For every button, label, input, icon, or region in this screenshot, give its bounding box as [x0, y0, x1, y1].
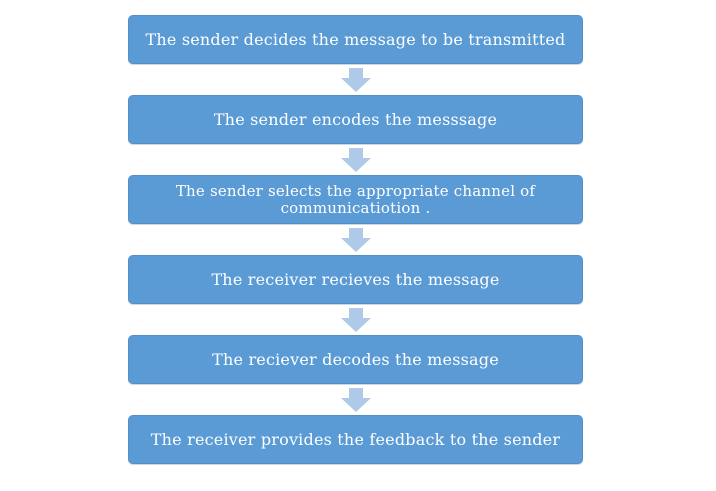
communication-flowchart: The sender decides the message to be tra…: [128, 15, 583, 464]
down-arrow: [340, 384, 371, 415]
flow-step-box: The sender decides the message to be tra…: [128, 15, 583, 64]
flow-step-box: The reciever decodes the message: [128, 335, 583, 384]
flow-step: The reciever decodes the message: [128, 335, 583, 415]
down-arrow-icon: [340, 67, 371, 92]
down-arrow-icon: [340, 147, 371, 172]
flow-step-box: The receiver provides the feedback to th…: [128, 415, 583, 464]
step-label: The reciever decodes the message: [212, 349, 499, 369]
down-arrow: [340, 64, 371, 95]
step-label: The sender encodes the messsage: [213, 109, 498, 129]
flow-step: The sender encodes the messsage: [128, 95, 583, 175]
step-label: The sender selects the appropriate chann…: [175, 181, 536, 217]
flow-step: The sender decides the message to be tra…: [128, 15, 583, 95]
down-arrow: [340, 224, 371, 255]
down-arrow-icon: [340, 227, 371, 252]
step-label: The receiver provides the feedback to th…: [150, 429, 561, 449]
down-arrow: [340, 304, 371, 335]
down-arrow-icon: [340, 387, 371, 412]
flow-step-box: The sender encodes the messsage: [128, 95, 583, 144]
step-label: The receiver recieves the message: [211, 269, 500, 289]
flow-step-box: The sender selects the appropriate chann…: [128, 175, 583, 224]
flow-step-box: The receiver recieves the message: [128, 255, 583, 304]
step-label: The sender decides the message to be tra…: [145, 29, 566, 49]
down-arrow-icon: [340, 307, 371, 332]
flow-step: The sender selects the appropriate chann…: [128, 175, 583, 255]
down-arrow: [340, 144, 371, 175]
flow-step: The receiver recieves the message: [128, 255, 583, 335]
flow-step: The receiver provides the feedback to th…: [128, 415, 583, 464]
